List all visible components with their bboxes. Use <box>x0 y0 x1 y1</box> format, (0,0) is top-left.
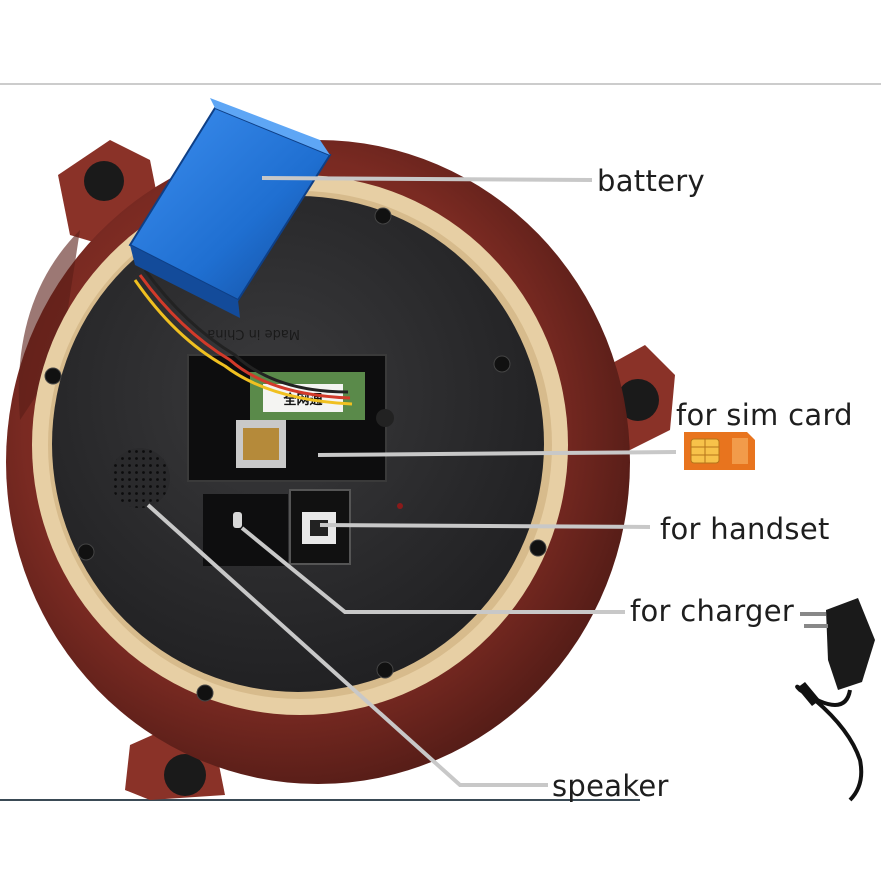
battery-label: battery <box>597 164 705 198</box>
handset-label: for handset <box>660 512 830 546</box>
sim-callout-line <box>317 450 677 457</box>
charger-callout-line <box>240 526 625 614</box>
sim-compartment: 全网通 <box>187 354 394 482</box>
handset-callout-line <box>319 523 651 529</box>
sim-card-label: for sim card <box>676 398 853 432</box>
housing-lugs <box>58 140 675 800</box>
battery-pack <box>128 98 332 318</box>
speaker-callout-line <box>146 503 548 787</box>
speaker-label: speaker <box>552 769 669 803</box>
callout-lines <box>146 176 677 787</box>
speaker-grille <box>110 448 170 508</box>
wall-charger-icon <box>795 598 875 802</box>
molded-text: Made in China <box>207 326 300 341</box>
charger-label: for charger <box>630 594 795 628</box>
screws <box>44 207 547 702</box>
battery-callout-line <box>261 176 593 182</box>
sim-card-icon <box>684 432 755 470</box>
battery-wires <box>133 269 353 406</box>
